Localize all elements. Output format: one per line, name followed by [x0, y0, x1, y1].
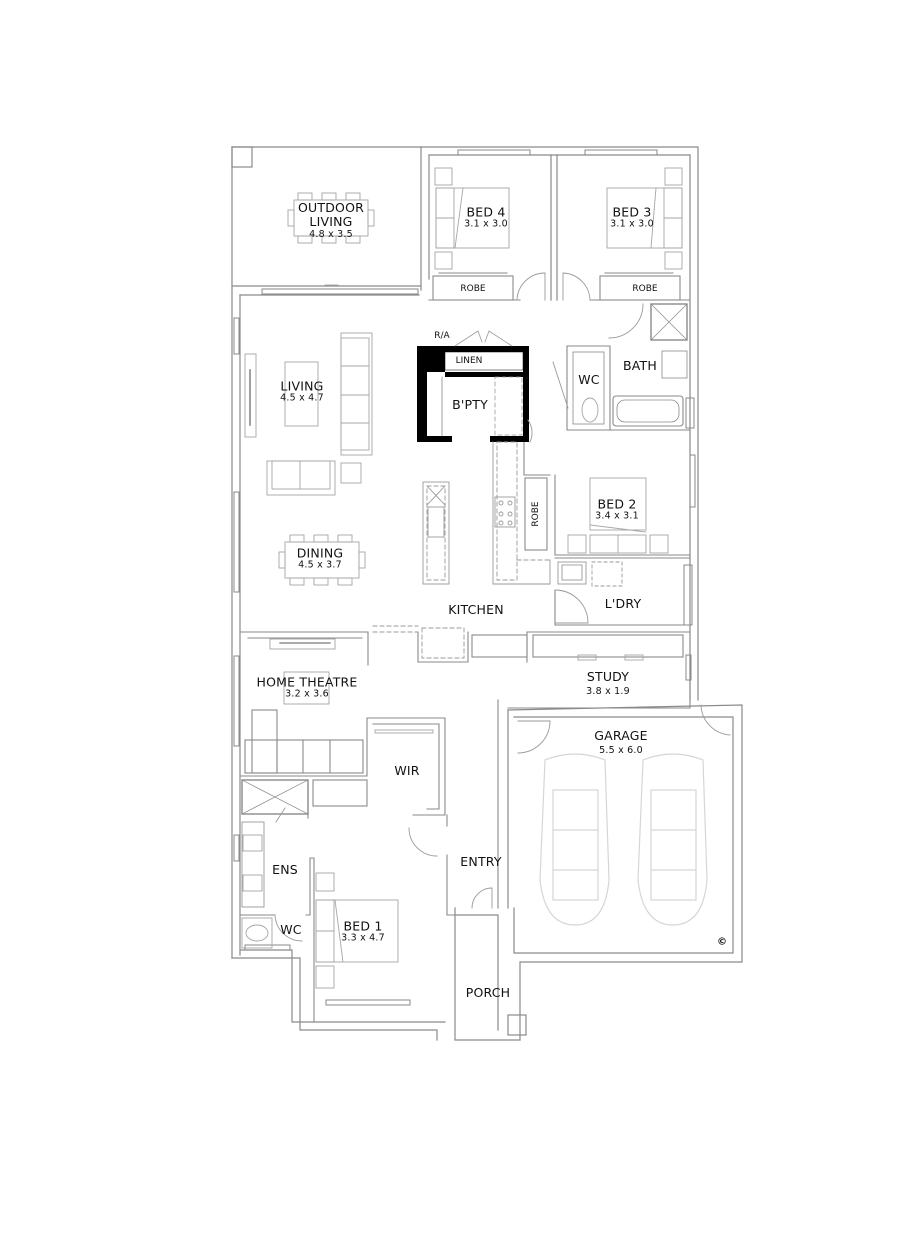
bed-3-name: BED 3 [612, 204, 652, 220]
bed-2-size: 3.4 x 3.1 [595, 510, 639, 522]
dining-size: 4.5 x 3.7 [298, 559, 342, 571]
bed-3-size: 3.1 x 3.0 [610, 218, 654, 230]
room-label-robe-bed3: ROBE [632, 283, 658, 294]
furniture [241, 167, 683, 989]
room-label-robe-bed2: ROBE [530, 501, 541, 527]
room-label-ensuite: ENS [272, 861, 298, 877]
interior-walls [239, 272, 691, 1023]
room-label-living: LIVING 4.5 x 4.7 [280, 379, 324, 404]
study-name: STUDY [586, 668, 630, 684]
kitchen-fixtures [372, 441, 623, 659]
living-size: 4.5 x 4.7 [280, 392, 324, 404]
outdoor-living-line1: OUTDOOR [297, 200, 365, 216]
door-swings [274, 272, 731, 942]
study-size: 3.8 x 1.9 [586, 686, 630, 698]
garage-size: 5.5 x 6.0 [599, 745, 643, 757]
garage-cars [539, 753, 708, 926]
room-label-study: STUDY 3.8 x 1.9 [586, 668, 630, 698]
outdoor-living-size: 4.8 x 3.5 [309, 228, 353, 240]
room-label-bed-1: BED 1 3.3 x 4.7 [341, 919, 385, 944]
dining-name: DINING [296, 545, 344, 561]
room-label-bed-2: BED 2 3.4 x 3.1 [595, 497, 639, 522]
bed-2-name: BED 2 [597, 496, 637, 512]
room-label-linen: LINEN [455, 355, 483, 366]
room-label-bed-4: BED 4 3.1 x 3.0 [464, 205, 508, 230]
home-theatre-name: HOME THEATRE [256, 674, 358, 690]
copyright-icon: © [717, 936, 727, 948]
room-label-outdoor-living: OUTDOOR LIVING 4.8 x 3.5 [297, 200, 365, 241]
home-theatre-size: 3.2 x 3.6 [285, 688, 329, 700]
room-label-ra: R/A [434, 330, 450, 341]
outdoor-living-line2: LIVING [309, 214, 353, 230]
room-label-wc: WC [578, 371, 600, 387]
living-name: LIVING [280, 378, 324, 394]
bed-1-size: 3.3 x 4.7 [341, 932, 385, 944]
room-label-porch: PORCH [465, 984, 511, 1000]
room-label-garage: GARAGE 5.5 x 6.0 [594, 727, 648, 757]
room-label-robe-bed4: ROBE [460, 283, 486, 294]
room-label-ensuite-wc: WC [280, 921, 302, 937]
room-label-butlers-pantry: B'PTY [452, 396, 488, 412]
room-label-laundry: L'DRY [604, 595, 642, 611]
room-label-kitchen: KITCHEN [448, 601, 504, 617]
room-label-bed-3: BED 3 3.1 x 3.0 [610, 205, 654, 230]
bed-1-name: BED 1 [343, 918, 383, 934]
room-label-home-theatre: HOME THEATRE 3.2 x 3.6 [256, 675, 357, 700]
butlers-pantry-walls [417, 330, 529, 442]
garage-name: GARAGE [594, 727, 648, 743]
bed-4-size: 3.1 x 3.0 [464, 218, 508, 230]
bed-4-name: BED 4 [466, 204, 506, 220]
room-label-entry: ENTRY [460, 853, 502, 869]
outer-walls [231, 146, 743, 1041]
room-label-wir: WIR [394, 762, 420, 778]
room-label-bath: BATH [623, 357, 657, 373]
windows [233, 149, 696, 1006]
room-label-dining: DINING 4.5 x 3.7 [297, 546, 344, 571]
